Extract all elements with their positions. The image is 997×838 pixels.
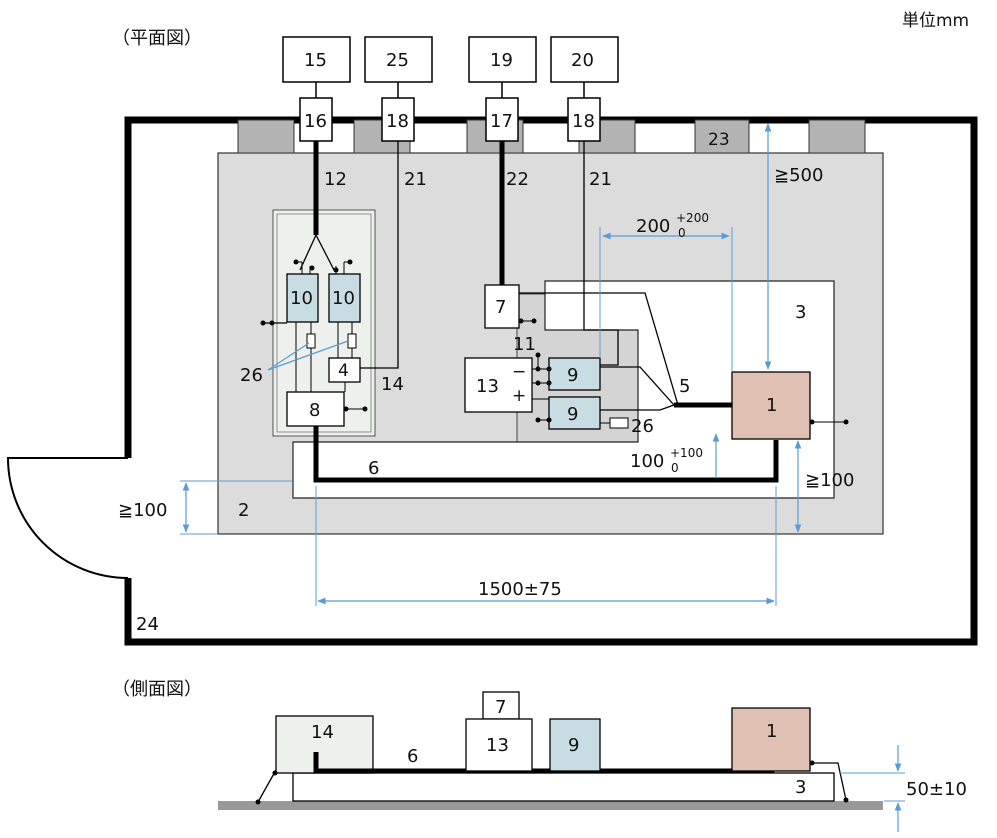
ref-13: 13 [476, 376, 499, 397]
dim-100-sup: +100 [670, 446, 703, 460]
dim-ge100-left: ≧100 [118, 500, 167, 521]
ref-18a: 18 [386, 111, 409, 132]
box-9b: 9 [548, 396, 601, 430]
ref-22: 22 [506, 169, 529, 190]
side-box-13: 13 [465, 718, 533, 772]
ref-23: 23 [708, 130, 730, 150]
ref-12: 12 [324, 169, 347, 190]
side-box-14: 14 [275, 715, 374, 774]
ref-18b: 18 [572, 111, 595, 132]
dim-100-sub: 0 [671, 461, 679, 475]
ref-15: 15 [304, 50, 327, 71]
ref-17: 17 [490, 111, 513, 132]
wall-box-23 [694, 119, 750, 154]
top-box-25: 25 [364, 36, 433, 83]
top-box-20: 20 [550, 36, 619, 83]
ref-8: 8 [309, 400, 320, 421]
box-13: 13 − + [464, 357, 533, 413]
side-ref-9: 9 [568, 735, 579, 756]
side-eut-1: 1 [731, 707, 811, 772]
side-ref-7: 7 [495, 697, 506, 718]
floor [218, 801, 883, 810]
ref-10b: 10 [332, 288, 355, 309]
ref-7: 7 [495, 297, 506, 318]
ref-21b: 21 [589, 169, 612, 190]
box-9a: 9 [548, 357, 601, 391]
lisn-10b: 10 [328, 273, 361, 323]
side-view-title: （側面図） [112, 679, 202, 700]
ref-9a: 9 [567, 365, 578, 386]
dim-ge100-right: ≧100 [805, 470, 854, 491]
top-box-19: 19 [468, 36, 537, 83]
lisn-10a: 10 [286, 273, 319, 323]
filter-18a: 18 [381, 97, 415, 142]
ref-6: 6 [368, 458, 379, 479]
door-swing [6, 457, 129, 579]
side-dim-50: 50±10 [906, 779, 967, 800]
table-3 [292, 280, 835, 499]
ref-21a: 21 [404, 169, 427, 190]
dim-200-sub: 0 [678, 226, 686, 240]
ref-2: 2 [238, 500, 249, 521]
ref-9b: 9 [567, 404, 578, 425]
side-ref-3: 3 [795, 777, 806, 798]
shielded-room-wall [124, 116, 978, 646]
ref-14: 14 [381, 374, 404, 395]
side-ref-1: 1 [766, 721, 777, 742]
ref-10a: 10 [290, 288, 313, 309]
cable-6 [313, 426, 779, 483]
ref-19: 19 [490, 50, 513, 71]
box-7: 7 [484, 284, 520, 329]
filter-18b: 18 [567, 97, 601, 142]
side-box-7: 7 [482, 691, 520, 720]
ref-plus: + [512, 386, 526, 406]
filter-16: 16 [299, 97, 333, 142]
ref-26b: 26 [631, 416, 654, 437]
ref-minus: − [512, 362, 526, 382]
ref-20: 20 [571, 50, 594, 71]
filter-17: 17 [485, 97, 519, 142]
dim-200-sup: +200 [676, 211, 709, 225]
ref-5: 5 [679, 376, 690, 397]
ref-1: 1 [766, 395, 777, 416]
ref-24: 24 [136, 614, 159, 635]
side-ref-13: 13 [486, 735, 509, 756]
side-box-9: 9 [549, 718, 601, 772]
dim-200: 200 [636, 216, 670, 237]
dim-100-plus: 100 [630, 451, 664, 472]
side-ref-6: 6 [407, 746, 418, 767]
side-table-3 [292, 772, 835, 802]
eut-1: 1 [731, 371, 811, 440]
ref-11: 11 [513, 334, 536, 355]
ref-3: 3 [795, 302, 806, 323]
box-4: 4 [328, 357, 361, 383]
unit-label: 単位mm [902, 11, 969, 31]
ref-16: 16 [304, 111, 327, 132]
ref-25: 25 [386, 50, 409, 71]
side-ref-14: 14 [311, 722, 334, 743]
plan-view-title: （平面図） [112, 28, 202, 49]
box-8: 8 [286, 391, 345, 427]
ref-26a: 26 [240, 365, 263, 386]
wall-panel [808, 119, 866, 154]
dim-1500: 1500±75 [478, 579, 562, 600]
ref-4: 4 [338, 361, 349, 381]
wall-panel [237, 119, 295, 154]
dim-500: ≧500 [774, 165, 823, 186]
top-box-15: 15 [282, 36, 351, 83]
